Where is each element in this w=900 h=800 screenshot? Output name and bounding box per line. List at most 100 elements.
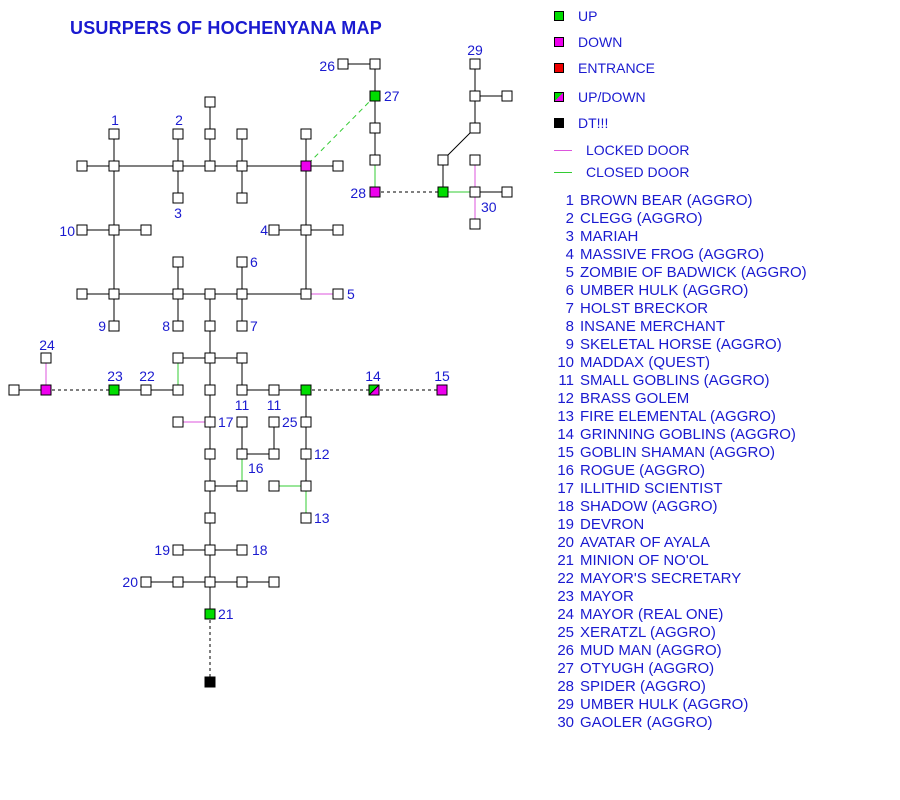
- room: [108, 224, 120, 236]
- room: [236, 544, 248, 556]
- room: [268, 224, 280, 236]
- map-label-23: 23: [107, 368, 123, 384]
- room: [108, 320, 120, 332]
- legend-label-down: DOWN: [578, 34, 623, 50]
- npc-number: 30: [557, 714, 574, 731]
- npc-item-30: 30 GAOLER (AGGRO): [548, 714, 807, 732]
- npc-name: UMBER HULK (AGGRO): [580, 282, 749, 299]
- npc-name: MUD MAN (AGGRO): [580, 642, 722, 659]
- npc-name: GOBLIN SHAMAN (AGGRO): [580, 444, 776, 461]
- npc-name: FIRE ELEMENTAL (AGGRO): [580, 408, 776, 425]
- room: [300, 480, 312, 492]
- npc-name: DEVRON: [580, 516, 645, 533]
- room: [172, 416, 184, 428]
- legend-item-locked: LOCKED DOOR: [554, 141, 689, 159]
- room: [204, 384, 216, 396]
- room: [300, 512, 312, 524]
- npc-name: SPIDER (AGGRO): [580, 678, 706, 695]
- npc-name: AVATAR OF AYALA: [580, 534, 711, 551]
- room: [469, 90, 481, 102]
- room: [268, 576, 280, 588]
- map-label-22: 22: [139, 368, 155, 384]
- npc-item-13: 13 FIRE ELEMENTAL (AGGRO): [548, 408, 807, 426]
- npc-name: OTYUGH (AGGRO): [580, 660, 715, 677]
- legend-swatch-closed: [554, 171, 572, 173]
- room: [172, 192, 184, 204]
- map-label-29: 29: [467, 42, 483, 58]
- map-label-10: 10: [59, 223, 75, 239]
- room: [140, 224, 152, 236]
- room: [369, 154, 381, 166]
- room: [300, 224, 312, 236]
- npc-number: 7: [565, 300, 574, 317]
- npc-name: CLEGG (AGGRO): [580, 210, 703, 227]
- map-label-16: 16: [248, 460, 264, 476]
- npc-name: GAOLER (AGGRO): [580, 714, 713, 731]
- legend-item-updown: UP/DOWN: [554, 88, 646, 106]
- npc-number: 13: [557, 408, 574, 425]
- npc-name: MASSIVE FROG (AGGRO): [580, 246, 765, 263]
- room: [236, 352, 248, 364]
- room: [140, 576, 152, 588]
- npc-name: MARIAH: [580, 228, 639, 245]
- room: [172, 160, 184, 172]
- npc-item-4: 4 MASSIVE FROG (AGGRO): [548, 246, 807, 264]
- legend-item-down: DOWN: [554, 33, 622, 51]
- npc-name: SKELETAL HORSE (AGGRO): [580, 336, 782, 353]
- legend-item-entrance: ENTRANCE: [554, 59, 655, 77]
- room: [501, 186, 513, 198]
- map-label-18: 18: [252, 542, 268, 558]
- legend-swatch-down: [554, 37, 564, 47]
- npc-name: SHADOW (AGGRO): [580, 498, 718, 515]
- npc-name: MINION OF NO'OL: [580, 552, 709, 569]
- room: [8, 384, 20, 396]
- room: [204, 288, 216, 300]
- map-label-21: 21: [218, 606, 234, 622]
- room: [469, 58, 481, 70]
- room: [204, 320, 216, 332]
- room: [300, 448, 312, 460]
- legend-label-dt: DT!!!: [578, 115, 609, 131]
- room: [204, 576, 216, 588]
- room: [172, 320, 184, 332]
- room: [469, 122, 481, 134]
- npc-number: 10: [557, 354, 574, 371]
- room: [332, 288, 344, 300]
- npc-name: HOLST BRECKOR: [580, 300, 709, 317]
- room: [300, 416, 312, 428]
- room: [332, 224, 344, 236]
- map-corridors: [14, 63, 507, 682]
- room: [172, 128, 184, 140]
- legend-label-entrance: ENTRANCE: [578, 60, 656, 76]
- npc-number: 2: [565, 210, 574, 227]
- npc-number: 8: [565, 318, 574, 335]
- room: [204, 544, 216, 556]
- room-updown: [368, 384, 380, 396]
- map-label-30: 30: [481, 199, 497, 215]
- room: [236, 288, 248, 300]
- map-label-24: 24: [39, 337, 55, 353]
- npc-number: 5: [565, 264, 574, 281]
- map-label-5: 5: [347, 286, 355, 302]
- npc-name: MAYOR: [580, 588, 634, 605]
- room: [236, 256, 248, 268]
- closed-door-line: [305, 95, 376, 167]
- map-rooms: [8, 58, 513, 688]
- room: [172, 544, 184, 556]
- npc-number: 17: [557, 480, 574, 497]
- room: [172, 256, 184, 268]
- map-label-28: 28: [350, 185, 366, 201]
- npc-name: MADDAX (QUEST): [580, 354, 711, 371]
- map-label-6: 6: [250, 254, 258, 270]
- room: [437, 154, 449, 166]
- npc-number: 16: [557, 462, 574, 479]
- npc-number: 4: [565, 246, 574, 263]
